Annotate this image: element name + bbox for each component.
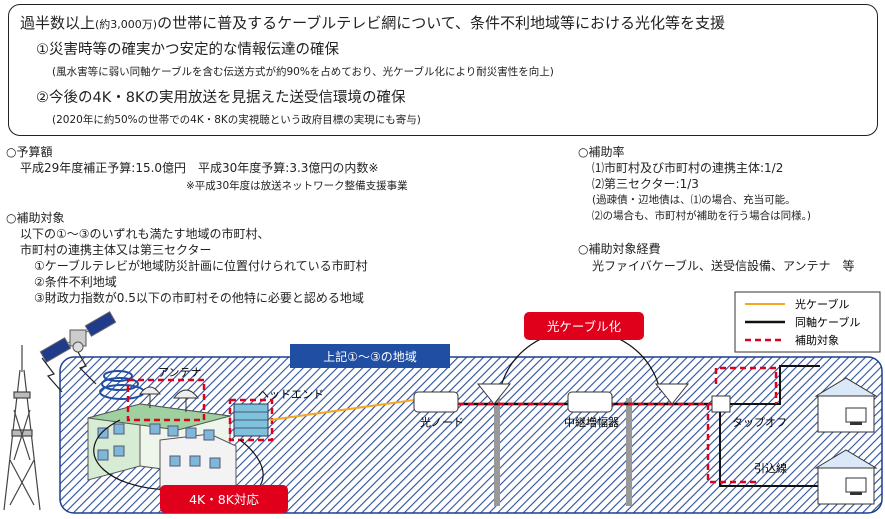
signal-zigzag (77, 351, 97, 385)
title-suffix: の世帯に普及するケーブルテレビ網について、条件不利地域等における光化等を支援 (157, 14, 725, 32)
headend-building (87, 403, 237, 491)
k-badge-label: 4K・8K対応 (189, 492, 259, 507)
goal-1: ①災害時等の確実かつ安定的な情報伝達の確保 (36, 42, 339, 58)
tapoff-subsidy-bottom (706, 404, 760, 484)
target-line-1: 以下の①～③のいずれも満たす地域の市町村、 (20, 227, 270, 241)
fiber-line (269, 399, 415, 421)
expense-heading: ○補助対象経費 (578, 242, 661, 256)
fiber-badge-label: 光ケーブル化 (547, 319, 622, 334)
house-icon-2 (814, 449, 878, 505)
signal-zigzag-tower (41, 357, 63, 393)
headend-rack-lines (234, 411, 268, 429)
rate-heading: ○補助率 (578, 145, 625, 159)
tapoff-subsidy-top (714, 366, 778, 404)
goal-2: ②今後の4K・8Kの実用放送を見据えた送受信環境の確保 (36, 90, 406, 106)
optical-node-icon (413, 391, 459, 413)
amplifier-icon (567, 391, 613, 413)
legend-subsidy-label: 補助対象 (795, 333, 839, 347)
utility-pole-1 (494, 398, 500, 506)
rate-note-2: ⑵の場合も、市町村が補助を行う場合は同様。) (592, 210, 812, 222)
headend-label: ヘッドエンド (258, 388, 324, 401)
rate-note-1: (過疎債・辺地債は、⑴の場合、充当可能。 (592, 194, 796, 206)
title-prefix: 過半数以上 (20, 14, 96, 32)
legend-coax-label: 同軸ケーブル (795, 315, 860, 329)
region-label-box (290, 344, 450, 368)
utility-pole-2 (626, 398, 632, 506)
antenna-subsidy-frame (126, 378, 206, 422)
rate-line-1: ⑴市町村及び市町村の連携主体:1/2 (592, 161, 784, 175)
optical-node-label: 光ノード (420, 415, 464, 429)
arrow-down-icon-2 (654, 383, 690, 405)
summary-box (8, 4, 878, 136)
title-count: (約3,000万) (95, 18, 158, 31)
tapoff-label: タップオフ (732, 416, 787, 429)
expense-line: 光ファイバケーブル、送受信設備、アンテナ 等 (592, 259, 855, 273)
target-item-2: ②条件不利地域 (34, 275, 117, 289)
broadcast-tower-icon (3, 345, 41, 511)
target-heading: ○補助対象 (6, 211, 65, 225)
house-icon (814, 377, 878, 433)
legend-fiber-label: 光ケーブル (795, 297, 849, 311)
tapoff-icon (711, 395, 731, 413)
amplifier-label: 中継増幅器 (564, 415, 619, 429)
antenna-label: アンテナ (158, 366, 202, 379)
goal-2-note: (2020年に約50%の世帯での4K・8Kの実視聴という政府目標の実現にも寄与) (52, 114, 421, 126)
summary-title: 過半数以上(約3,000万)の世帯に普及するケーブルテレビ網について、条件不利地… (20, 12, 725, 33)
target-item-3: ③財政力指数が0.5以下の市町村その他特に必要と認める地域 (34, 291, 364, 305)
rate-line-2: ⑵第三セクター:1/3 (592, 177, 699, 191)
goal-1-note: (風水害等に弱い同軸ケーブルを含む伝送方式が約90%を占めており、光ケーブル化に… (52, 66, 554, 78)
budget-heading: ○予算額 (6, 145, 53, 159)
region-label: 上記①～③の地域 (323, 349, 417, 364)
satellite-icon (39, 311, 117, 363)
budget-note: ※平成30年度は放送ネットワーク整備支援事業 (186, 180, 408, 192)
antenna-dish-icon (139, 386, 200, 412)
k-badge (160, 485, 288, 513)
fiber-badge (524, 312, 644, 340)
arrow-down-icon (476, 383, 512, 405)
target-item-1: ①ケーブルテレビが地域防災計画に位置付けられている市町村 (34, 259, 368, 273)
target-line-2: 市町村の連携主体又は第三セクター (20, 243, 212, 257)
dropline-label: 引込線 (754, 461, 787, 475)
budget-line: 平成29年度補正予算:15.0億円 平成30年度予算:3.3億円の内数※ (20, 161, 379, 175)
